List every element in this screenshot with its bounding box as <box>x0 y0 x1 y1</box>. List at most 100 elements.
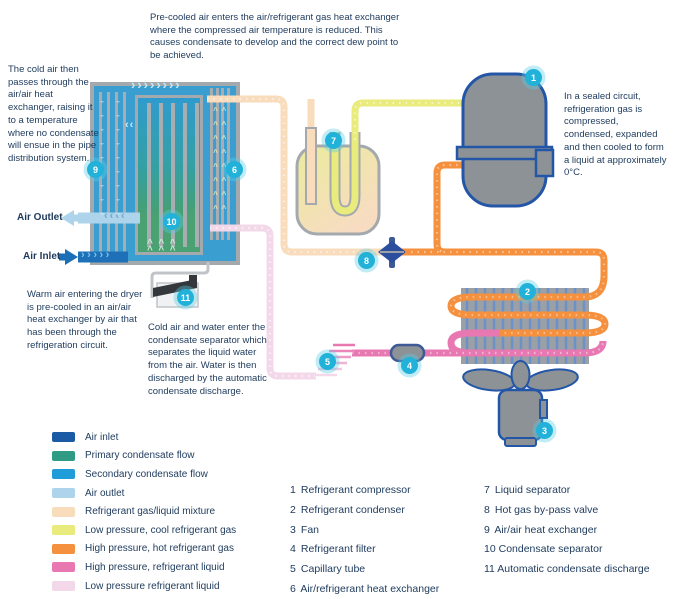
legend-item: Air inlet <box>52 428 236 447</box>
air-outlet-label: Air Outlet <box>17 212 63 223</box>
legend-swatch <box>52 432 75 443</box>
annotation-cold-air: The cold air then passes through the air… <box>8 64 99 165</box>
down-flow-chevrons-icon: ˇˇˇˇˇˇˇˇˇ <box>113 100 123 226</box>
item-number: 6 <box>290 582 296 595</box>
air-inlet-label: Air Inlet <box>23 251 61 262</box>
pipe-cool-gas <box>331 99 464 215</box>
annotation-precooled-air: Pre-cooled air enters the air/refrigeran… <box>150 12 400 62</box>
legend-swatch <box>52 525 75 536</box>
legend-item: Primary condensate flow <box>52 447 236 466</box>
legend-swatch <box>52 562 75 573</box>
fan <box>462 360 579 447</box>
legend-swatch <box>52 506 75 517</box>
list-item: 5 Capillary tube <box>290 560 439 580</box>
legend-item: High pressure, refrigerant liquid <box>52 558 236 577</box>
legend-label: Low pressure refrigerant liquid <box>85 580 220 592</box>
up-flow-chevrons-icon: ^^^^^^^^ <box>211 106 220 218</box>
annotation-condensate-separator: Cold air and water enter the condensate … <box>148 322 267 397</box>
legend-swatch <box>52 488 75 499</box>
marker-11: 11 <box>177 289 194 306</box>
legend-item: Low pressure, cool refrigerant gas <box>52 521 236 540</box>
item-number: 3 <box>290 523 296 536</box>
chevrons-left-icon: ‹‹ <box>125 119 135 131</box>
legend-label: Secondary condensate flow <box>85 468 208 480</box>
air-refrigerant-heat-exchanger-core <box>135 95 203 255</box>
annotation-sealed-circuit: In a sealed circuit, refrigeration gas i… <box>564 91 667 179</box>
list-item: 10 Condensate separator <box>484 540 650 560</box>
pipe-low-pressure-liquid <box>210 224 316 380</box>
legend-label: Air outlet <box>85 487 125 499</box>
chevrons-up-icon: ^ ^ ^ <box>147 245 176 256</box>
list-item: 9 Air/air heat exchanger <box>484 521 650 541</box>
exchanger-tube <box>147 103 151 247</box>
marker-9: 9 <box>87 161 104 178</box>
legend-item: Low pressure refrigerant liquid <box>52 577 236 596</box>
item-number: 8 <box>484 503 490 516</box>
list-item: 7 Liquid separator <box>484 481 650 501</box>
up-flow-chevrons-icon: ^^^^^^^^ <box>219 106 229 218</box>
item-number: 7 <box>484 484 490 496</box>
exchanger-tube <box>171 103 175 247</box>
exchanger-tube <box>183 103 187 247</box>
exchanger-tube <box>159 103 163 247</box>
legend-item: Air outlet <box>52 484 236 503</box>
marker-7: 7 <box>325 132 342 149</box>
exchanger-tube <box>123 92 126 255</box>
marker-8: 8 <box>358 252 375 269</box>
legend-label: Low pressure, cool refrigerant gas <box>85 524 237 536</box>
legend-item: High pressure, hot refrigerant gas <box>52 540 236 559</box>
marker-6: 6 <box>226 161 243 178</box>
exchanger-tube <box>215 88 219 240</box>
marker-4: 4 <box>401 357 418 374</box>
chevrons-inlet-icon: ››››› <box>81 249 112 261</box>
hot-gas-bypass-valve <box>378 237 406 268</box>
item-number: 11 <box>484 563 495 576</box>
item-name: Condensate separator <box>498 543 603 556</box>
exchanger-tube <box>221 88 224 240</box>
legend-item: Refrigerant gas/liquid mixture <box>52 502 236 521</box>
legend-swatch <box>52 450 75 461</box>
exchanger-tube <box>210 88 213 240</box>
item-name: Air/refrigerant heat exchanger <box>300 582 440 595</box>
down-flow-chevrons-icon: ˇˇˇˇˇˇˇˇˇ <box>97 100 107 226</box>
legend: Air inlet Primary condensate flow Second… <box>52 428 236 595</box>
legend-swatch <box>52 581 75 592</box>
item-name: Hot gas by-pass valve <box>494 503 599 516</box>
item-number: 1 <box>290 484 296 496</box>
legend-swatch <box>52 543 75 554</box>
marker-2: 2 <box>519 283 536 300</box>
marker-10: 10 <box>163 213 180 230</box>
list-item: 6 Air/refrigerant heat exchanger <box>290 580 439 599</box>
legend-label: High pressure, refrigerant liquid <box>85 561 225 573</box>
air-inlet-pipe <box>59 249 128 265</box>
list-item: 11 Automatic condensate discharge <box>484 560 650 580</box>
component-list-column-1: 1 Refrigerant compressor 2 Refrigerant c… <box>290 481 439 599</box>
legend-swatch <box>52 469 75 480</box>
item-number: 10 <box>484 543 496 556</box>
list-item: 4 Refrigerant filter <box>290 540 439 560</box>
list-item: 8 Hot gas by-pass valve <box>484 501 650 521</box>
item-number: 9 <box>484 523 490 536</box>
chevrons-up-icon: ^ ^ ^ <box>147 238 176 249</box>
item-name: Refrigerant compressor <box>300 484 411 496</box>
legend-item: Secondary condensate flow <box>52 465 236 484</box>
legend-label: Primary condensate flow <box>85 450 195 462</box>
item-name: Air/air heat exchanger <box>494 523 598 536</box>
legend-label: Air inlet <box>85 431 119 443</box>
item-number: 2 <box>290 503 296 516</box>
item-name: Refrigerant condenser <box>300 503 405 516</box>
legend-label: High pressure, hot refrigerant gas <box>85 543 234 555</box>
list-item: 2 Refrigerant condenser <box>290 501 439 521</box>
legend-label: Refrigerant gas/liquid mixture <box>85 506 216 518</box>
list-item: 3 Fan <box>290 521 439 541</box>
marker-1: 1 <box>525 69 542 86</box>
item-name: Refrigerant filter <box>300 543 376 556</box>
exchanger-tube <box>115 92 118 255</box>
chevrons-top-icon: ›››››››› <box>131 77 182 92</box>
refrigerant-condenser <box>352 275 609 364</box>
component-list-column-2: 7 Liquid separator 8 Hot gas by-pass val… <box>484 481 650 580</box>
air-outlet-pipe <box>61 210 140 226</box>
annotation-warm-air: Warm air entering the dryer is pre-coole… <box>27 289 143 351</box>
